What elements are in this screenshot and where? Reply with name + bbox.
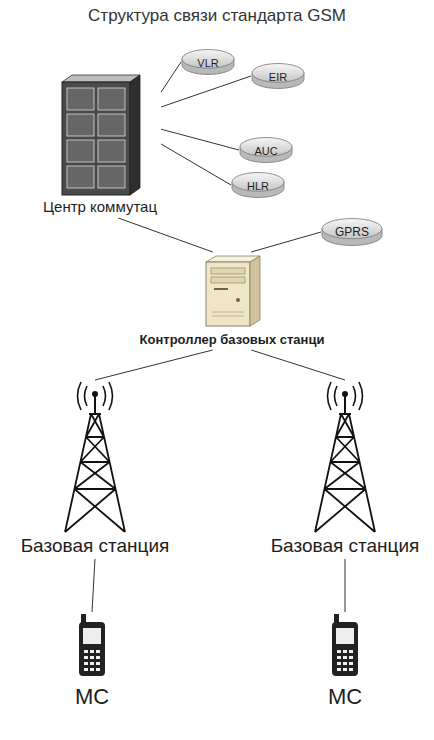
cylinder-top <box>232 173 284 192</box>
connector-line <box>251 350 345 380</box>
database-label: HLR <box>247 180 269 193</box>
cylinder-top <box>252 64 304 83</box>
network-element: МС <box>71 612 113 711</box>
connector-line <box>161 129 239 150</box>
database-cylinder: AUC <box>239 137 293 163</box>
diagram-title: Структура связи стандарта GSM <box>0 6 434 26</box>
cylinder-top <box>182 50 234 69</box>
connector-line <box>251 232 321 252</box>
connector-line <box>118 218 212 252</box>
database-label: AUC <box>254 145 277 158</box>
network-element: Центр коммутац <box>39 70 161 218</box>
element-label: Центр коммутац <box>43 198 157 215</box>
database-cylinder: VLR <box>181 49 235 75</box>
element-label: Базовая станция <box>21 535 170 557</box>
mobile-phone-icon <box>332 614 358 676</box>
network-element: МС <box>324 612 366 711</box>
controller-computer-icon <box>206 256 260 326</box>
element-label: Контроллер базовых станци <box>140 333 325 348</box>
connector-line <box>344 559 345 612</box>
element-label: МС <box>75 684 109 709</box>
network-element: Базовая станция <box>17 380 174 559</box>
base-station-tower <box>65 382 125 532</box>
connector-line <box>161 76 251 107</box>
database-cylinder: EIR <box>251 63 305 89</box>
database-label: VLR <box>197 57 218 70</box>
network-element: Контроллер базовых станци <box>136 252 329 350</box>
connector-line <box>92 559 95 612</box>
base-station-tower <box>315 382 375 532</box>
database-label: EIR <box>269 71 287 84</box>
connector-line <box>161 144 231 185</box>
mobile-phone-icon <box>79 614 105 676</box>
element-label: Базовая станция <box>271 535 420 557</box>
cylinder-top <box>322 219 382 239</box>
database-label: GPRS <box>335 226 369 240</box>
server-icon <box>62 75 140 195</box>
database-cylinder: GPRS <box>321 218 383 246</box>
element-label: МС <box>328 684 362 709</box>
cylinder-top <box>240 138 292 157</box>
network-element: Базовая станция <box>267 380 424 559</box>
database-cylinder: HLR <box>231 172 285 198</box>
connector-line <box>161 62 181 92</box>
connector-line <box>95 350 213 380</box>
